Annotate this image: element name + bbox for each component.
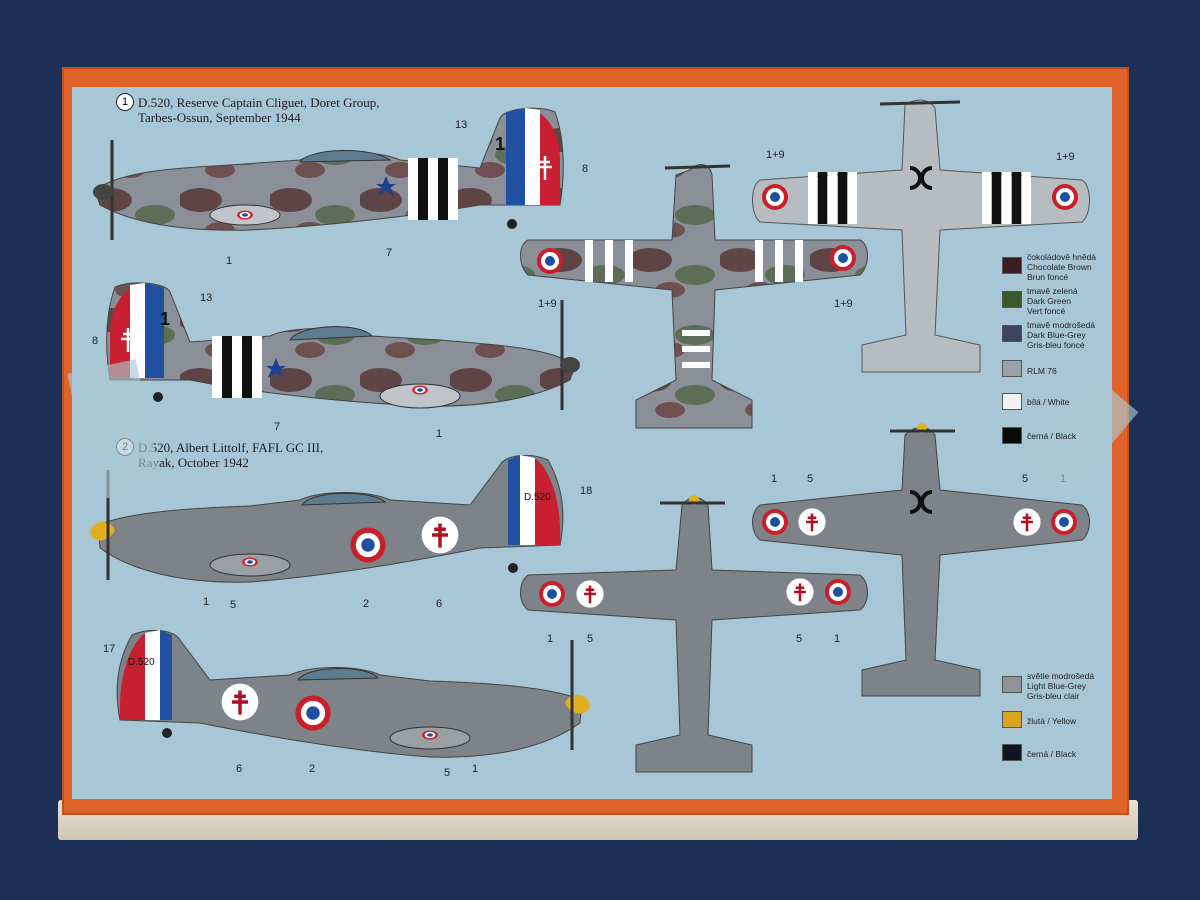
svg-text:1+9: 1+9 (834, 298, 853, 310)
legend1-swatch (1002, 427, 1022, 444)
legend1-swatch (1002, 360, 1022, 377)
legend1-swatch (1002, 393, 1022, 410)
svg-text:1+9: 1+9 (1056, 151, 1075, 163)
svg-text:5: 5 (444, 767, 450, 779)
p2-bottom-view (752, 423, 1090, 697)
svg-text:6: 6 (236, 763, 242, 775)
svg-text:8: 8 (582, 163, 588, 175)
svg-text:1: 1 (547, 633, 553, 645)
svg-text:D.520: D.520 (128, 657, 155, 668)
legend2-label: černá / Black (1027, 749, 1077, 759)
p2-top-view (520, 495, 868, 773)
profile-1-title-line1: D.520, Reserve Captain Cliguet, Doret Gr… (138, 95, 380, 110)
legend1-label: černá / Black (1027, 431, 1077, 441)
svg-text:1: 1 (160, 309, 170, 329)
p1-top-view (520, 164, 868, 429)
profile-1-caption: D.520, Reserve Captain Cliguet, Doret Gr… (138, 95, 380, 125)
legend1-label: bílá / White (1027, 397, 1070, 407)
svg-text:7: 7 (274, 421, 280, 433)
svg-text:1: 1 (203, 596, 209, 608)
legend2-swatch (1002, 676, 1022, 693)
p1-bottom-view (752, 99, 1090, 373)
svg-text:2: 2 (309, 763, 315, 775)
svg-text:18: 18 (580, 485, 592, 497)
profile-2-title-line1: D.520, Albert Littolf, FAFL GC III, (138, 440, 324, 455)
legend2-label: žlutá / Yellow (1027, 716, 1077, 726)
svg-text:2: 2 (363, 598, 369, 610)
svg-text:5: 5 (796, 633, 802, 645)
svg-text:5: 5 (807, 473, 813, 485)
svg-text:1+9: 1+9 (766, 149, 785, 161)
svg-text:1: 1 (834, 633, 840, 645)
legend2-swatch (1002, 744, 1022, 761)
legend1-swatch (1002, 291, 1022, 308)
svg-text:5: 5 (230, 599, 236, 611)
legend1-label: RLM 76 (1027, 366, 1057, 376)
svg-text:13: 13 (455, 119, 467, 131)
svg-text:5: 5 (587, 633, 593, 645)
svg-text:13: 13 (200, 292, 212, 304)
profile-1-title-line2: Tarbes-Ossun, September 1944 (138, 110, 301, 125)
svg-text:6: 6 (436, 598, 442, 610)
svg-text:1: 1 (771, 473, 777, 485)
svg-text:7: 7 (386, 247, 392, 259)
svg-text:1: 1 (472, 763, 478, 775)
p1-side-view-bottom: 1 (106, 282, 580, 410)
p1-side-view-top: 1 (93, 107, 564, 240)
svg-text:5: 5 (1022, 473, 1028, 485)
svg-text:D.520: D.520 (524, 492, 551, 503)
legend2-swatch (1002, 711, 1022, 728)
legend1-swatch (1002, 325, 1022, 342)
svg-text:1+9: 1+9 (538, 298, 557, 310)
profile-2-caption: D.520, Albert Littolf, FAFL GC III, Raya… (138, 440, 323, 470)
svg-text:1: 1 (436, 428, 442, 440)
profile-2-title-line2: Rayak, October 1942 (138, 455, 249, 470)
svg-text:17: 17 (103, 643, 115, 655)
legend1-swatch (1002, 257, 1022, 274)
p2-side-view-bottom: D.520 (116, 629, 590, 758)
svg-text:1: 1 (495, 134, 505, 154)
svg-text:1: 1 (226, 255, 232, 267)
p2-side-view-top: D.520 (90, 454, 564, 583)
svg-text:8: 8 (92, 335, 98, 347)
profile-1-number: 1 (116, 93, 134, 111)
